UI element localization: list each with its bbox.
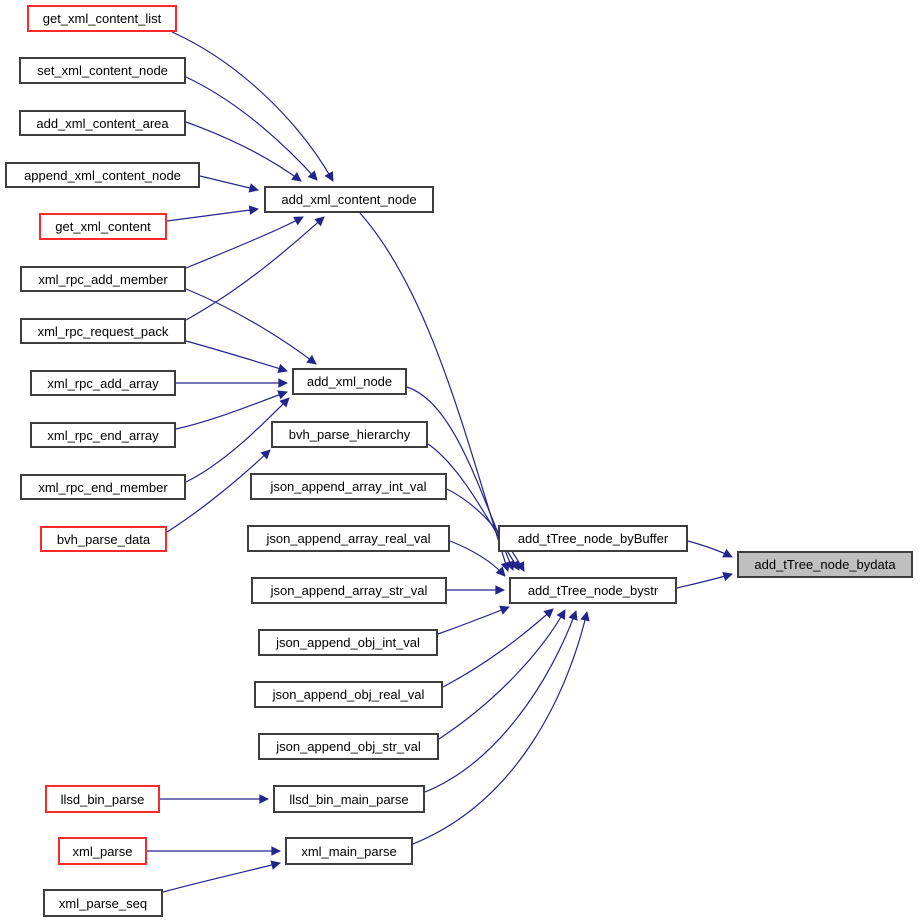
node-label: json_append_obj_real_val — [272, 687, 425, 702]
edge-xml-rpc-add-member-to-add-xml-content-node — [185, 216, 304, 269]
node-llsd-bin-parse[interactable]: llsd_bin_parse — [45, 785, 160, 813]
node-xml-rpc-end-array[interactable]: xml_rpc_end_array — [30, 422, 176, 448]
edge-bvh-parse-hierarchy-to-add-ttree-node-bystr — [427, 443, 520, 571]
edge-bvh-parse-data-to-bvh-parse-hierarchy — [166, 449, 271, 533]
edge-get-xml-content-list-to-add-xml-content-node — [171, 31, 334, 182]
node-add-xml-content-node[interactable]: add_xml_content_node — [264, 186, 434, 213]
edge-add-xml-content-area-to-add-xml-content-node — [185, 121, 302, 182]
edge-get-xml-content-to-add-xml-content-node — [166, 205, 259, 222]
node-get-xml-content[interactable]: get_xml_content — [39, 213, 167, 240]
node-bvh-parse-data[interactable]: bvh_parse_data — [40, 526, 167, 552]
node-label: json_append_obj_int_val — [276, 635, 420, 650]
node-label: xml_rpc_end_member — [38, 479, 168, 495]
node-label: xml_rpc_request_pack — [37, 323, 169, 339]
node-xml-parse-seq[interactable]: xml_parse_seq — [43, 889, 163, 917]
node-label: llsd_bin_parse — [60, 791, 145, 807]
node-xml-parse[interactable]: xml_parse — [58, 837, 147, 865]
edge-append-xml-content-node-to-add-xml-content-node — [199, 175, 259, 193]
node-add-ttree-node-bybuffer[interactable]: add_tTree_node_byBuffer — [498, 525, 688, 552]
node-label: bvh_parse_data — [56, 531, 151, 547]
node-label: xml_parse_seq — [58, 895, 148, 911]
node-json-append-array-str-val[interactable]: json_append_array_str_val — [251, 577, 447, 604]
edge-json-append-obj-int-val-to-add-ttree-node-bystr — [437, 605, 510, 635]
edge-json-append-array-real-val-to-add-ttree-node-bystr — [449, 540, 506, 577]
node-label: get_xml_content — [55, 219, 151, 234]
edge-xml-main-parse-to-add-ttree-node-bystr — [412, 611, 590, 845]
edge-xml-rpc-end-member-to-add-xml-node — [185, 397, 290, 483]
node-json-append-array-real-val[interactable]: json_append_array_real_val — [247, 525, 450, 552]
node-xml-main-parse[interactable]: xml_main_parse — [285, 837, 413, 865]
node-label: xml_rpc_add_array — [47, 375, 159, 391]
edge-add-ttree-node-bystr-to-add-ttree-node-bydata — [676, 571, 733, 589]
node-llsd-bin-main-parse[interactable]: llsd_bin_main_parse — [273, 785, 425, 813]
node-label: add_xml_node — [306, 374, 393, 389]
node-label: add_xml_content_node — [281, 192, 417, 207]
edge-xml-rpc-add-member-to-add-xml-node — [185, 288, 317, 365]
edge-add-ttree-node-bybuffer-to-add-ttree-node-bydata — [687, 540, 733, 558]
node-get-xml-content-list[interactable]: get_xml_content_list — [27, 5, 177, 32]
edge-xml-rpc-end-array-to-add-xml-node — [175, 390, 288, 430]
node-label: add_xml_content_area — [36, 115, 169, 131]
node-json-append-obj-real-val[interactable]: json_append_obj_real_val — [254, 681, 443, 708]
node-label: json_append_array_str_val — [270, 583, 428, 598]
node-json-append-obj-int-val[interactable]: json_append_obj_int_val — [258, 629, 438, 656]
node-add-ttree-node-bydata: add_tTree_node_bydata — [737, 551, 913, 578]
node-label: add_tTree_node_bystr — [527, 583, 659, 598]
edge-json-append-obj-str-val-to-add-ttree-node-bystr — [438, 609, 566, 740]
node-json-append-array-int-val[interactable]: json_append_array_int_val — [250, 473, 447, 500]
node-json-append-obj-str-val[interactable]: json_append_obj_str_val — [258, 733, 439, 760]
node-bvh-parse-hierarchy[interactable]: bvh_parse_hierarchy — [271, 421, 428, 448]
node-label: set_xml_content_node — [37, 63, 168, 78]
node-label: llsd_bin_main_parse — [289, 791, 409, 807]
edge-xml-rpc-request-pack-to-add-xml-node — [185, 340, 288, 374]
node-label: append_xml_content_node — [24, 167, 181, 183]
node-label: get_xml_content_list — [42, 11, 162, 26]
node-xml-rpc-end-member[interactable]: xml_rpc_end_member — [20, 474, 186, 500]
node-xml-rpc-add-member[interactable]: xml_rpc_add_member — [20, 266, 186, 292]
edge-llsd-bin-main-parse-to-add-ttree-node-bystr — [424, 610, 578, 793]
node-label: xml_rpc_end_array — [47, 427, 159, 443]
node-label: xml_main_parse — [301, 843, 397, 859]
node-label: xml_rpc_add_member — [38, 271, 168, 287]
edge-set-xml-content-node-to-add-xml-content-node — [185, 76, 318, 181]
node-xml-rpc-add-array[interactable]: xml_rpc_add_array — [30, 370, 176, 396]
node-append-xml-content-node[interactable]: append_xml_content_node — [5, 162, 200, 188]
node-label: bvh_parse_hierarchy — [288, 427, 411, 442]
node-label: json_append_array_real_val — [266, 531, 431, 546]
node-label: add_tTree_node_byBuffer — [517, 531, 669, 546]
node-add-ttree-node-bystr[interactable]: add_tTree_node_bystr — [509, 577, 677, 604]
edge-xml-rpc-request-pack-to-add-xml-content-node — [185, 216, 325, 321]
node-xml-rpc-request-pack[interactable]: xml_rpc_request_pack — [20, 318, 186, 344]
edge-json-append-array-int-val-to-add-ttree-node-bystr — [446, 488, 525, 572]
edge-json-append-obj-real-val-to-add-ttree-node-bystr — [442, 608, 554, 688]
edge-xml-parse-seq-to-xml-main-parse — [162, 860, 281, 893]
node-label: xml_parse — [72, 843, 133, 859]
node-add-xml-node[interactable]: add_xml_node — [292, 368, 407, 395]
node-label: add_tTree_node_bydata — [754, 557, 896, 572]
node-set-xml-content-node[interactable]: set_xml_content_node — [19, 57, 186, 84]
node-label: json_append_obj_str_val — [276, 739, 421, 754]
node-label: json_append_array_int_val — [270, 479, 427, 494]
node-add-xml-content-area[interactable]: add_xml_content_area — [19, 110, 186, 136]
